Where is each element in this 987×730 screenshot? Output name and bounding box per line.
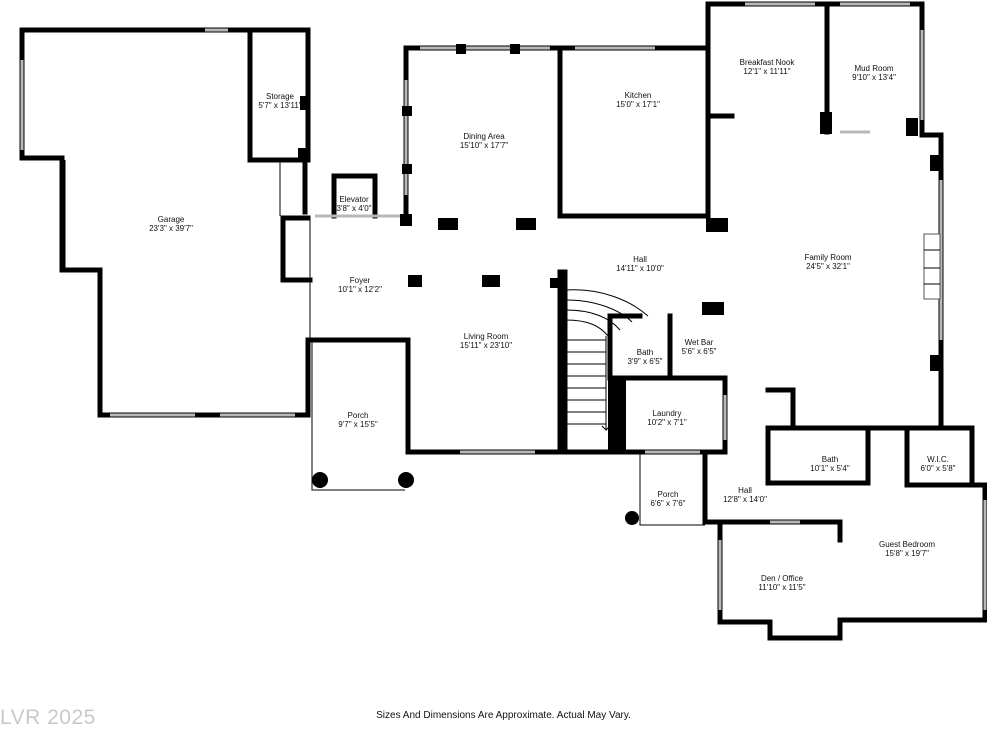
- svg-text:15'0" x 17'1": 15'0" x 17'1": [616, 100, 660, 109]
- room-label-storage: Storage 5'7" x 13'11": [258, 92, 301, 110]
- svg-text:Guest Bedroom: Guest Bedroom: [879, 540, 935, 549]
- room-label-mud-room: Mud Room 9'10" x 13'4": [852, 64, 896, 82]
- room-label-breakfast-nook: Breakfast Nook 12'1" x 11'11": [740, 58, 796, 76]
- disclaimer: Sizes And Dimensions Are Approximate. Ac…: [376, 710, 631, 721]
- svg-text:15'8" x 19'7": 15'8" x 19'7": [885, 549, 929, 558]
- room-label-den-office: Den / Office 11'10" x 11'5": [758, 574, 805, 592]
- room-label-foyer: Foyer 10'1" x 12'2": [338, 276, 382, 294]
- svg-text:5'6" x 6'5": 5'6" x 6'5": [682, 347, 717, 356]
- svg-text:3'9" x 6'5": 3'9" x 6'5": [628, 357, 663, 366]
- svg-text:10'2" x 7'1": 10'2" x 7'1": [647, 418, 687, 427]
- svg-text:Porch: Porch: [658, 490, 679, 499]
- svg-text:Foyer: Foyer: [350, 276, 371, 285]
- svg-text:10'1" x 5'4": 10'1" x 5'4": [810, 464, 850, 473]
- thin-lines: [64, 160, 705, 526]
- svg-text:12'8" x 14'0": 12'8" x 14'0": [723, 495, 767, 504]
- room-label-wet-bar: Wet Bar 5'6" x 6'5": [682, 338, 717, 356]
- room-label-porch-side: Porch 6'6" x 7'6": [651, 490, 686, 508]
- svg-text:6'6" x 7'6": 6'6" x 7'6": [651, 499, 686, 508]
- svg-text:10'1" x 12'2": 10'1" x 12'2": [338, 285, 382, 294]
- svg-text:Porch: Porch: [348, 411, 369, 420]
- svg-text:Storage: Storage: [266, 92, 295, 101]
- svg-text:Breakfast Nook: Breakfast Nook: [740, 58, 796, 67]
- svg-text:Hall: Hall: [633, 255, 647, 264]
- room-label-kitchen: Kitchen 15'0" x 17'1": [616, 91, 660, 109]
- svg-text:15'11" x 23'10": 15'11" x 23'10": [460, 341, 512, 350]
- svg-text:14'11" x 10'0": 14'11" x 10'0": [616, 264, 664, 273]
- svg-text:12'1" x 11'11": 12'1" x 11'11": [743, 67, 790, 76]
- room-label-hall-guest: Hall 12'8" x 14'0": [723, 486, 767, 504]
- fireplace: [923, 233, 941, 300]
- svg-text:Garage: Garage: [158, 215, 185, 224]
- svg-text:5'7" x 13'11": 5'7" x 13'11": [258, 101, 301, 110]
- svg-text:11'10" x 11'5": 11'10" x 11'5": [758, 583, 805, 592]
- room-label-bath-small: Bath 3'9" x 6'5": [628, 348, 663, 366]
- svg-text:Hall: Hall: [738, 486, 752, 495]
- room-label-bath-guest: Bath 10'1" x 5'4": [810, 455, 850, 473]
- room-label-dining-area: Dining Area 15'10" x 17'7": [460, 132, 508, 150]
- room-label-wic: W.I.C. 6'0" x 5'8": [921, 455, 956, 473]
- walls: [19, 1, 987, 641]
- structural-posts: [298, 44, 942, 525]
- room-label-living-room: Living Room 15'11" x 23'10": [460, 332, 512, 350]
- svg-text:9'7" x 15'5": 9'7" x 15'5": [338, 420, 378, 429]
- svg-text:Bath: Bath: [822, 455, 838, 464]
- svg-text:6'0" x 5'8": 6'0" x 5'8": [921, 464, 956, 473]
- svg-text:Living Room: Living Room: [464, 332, 509, 341]
- svg-text:3'8" x 4'0": 3'8" x 4'0": [337, 204, 372, 213]
- svg-text:23'3" x 39'7": 23'3" x 39'7": [149, 224, 193, 233]
- room-label-guest-bedroom: Guest Bedroom 15'8" x 19'7": [879, 540, 935, 558]
- watermark: LVR 2025: [0, 706, 96, 729]
- room-label-family-room: Family Room 24'5" x 32'1": [804, 253, 851, 271]
- svg-text:24'5" x 32'1": 24'5" x 32'1": [806, 262, 850, 271]
- svg-text:Bath: Bath: [637, 348, 653, 357]
- svg-text:15'10" x 17'7": 15'10" x 17'7": [460, 141, 508, 150]
- room-label-garage: Garage 23'3" x 39'7": [149, 215, 193, 233]
- svg-text:Wet Bar: Wet Bar: [685, 338, 714, 347]
- svg-text:Mud Room: Mud Room: [854, 64, 893, 73]
- svg-text:W.I.C.: W.I.C.: [927, 455, 949, 464]
- room-labels: Garage 23'3" x 39'7" Storage 5'7" x 13'1…: [149, 58, 956, 592]
- svg-text:Dining Area: Dining Area: [463, 132, 505, 141]
- svg-text:Den / Office: Den / Office: [761, 574, 804, 583]
- windows: [20, 2, 987, 610]
- svg-text:Kitchen: Kitchen: [625, 91, 652, 100]
- staircase: [565, 289, 649, 450]
- room-label-elevator: Elevator 3'8" x 4'0": [337, 195, 372, 213]
- room-label-porch-front: Porch 9'7" x 15'5": [338, 411, 378, 429]
- svg-text:Laundry: Laundry: [653, 409, 682, 418]
- svg-text:Elevator: Elevator: [339, 195, 369, 204]
- room-label-laundry: Laundry 10'2" x 7'1": [647, 409, 687, 427]
- room-label-hall-main: Hall 14'11" x 10'0": [616, 255, 664, 273]
- svg-text:9'10" x 13'4": 9'10" x 13'4": [852, 73, 896, 82]
- svg-text:Family Room: Family Room: [804, 253, 851, 262]
